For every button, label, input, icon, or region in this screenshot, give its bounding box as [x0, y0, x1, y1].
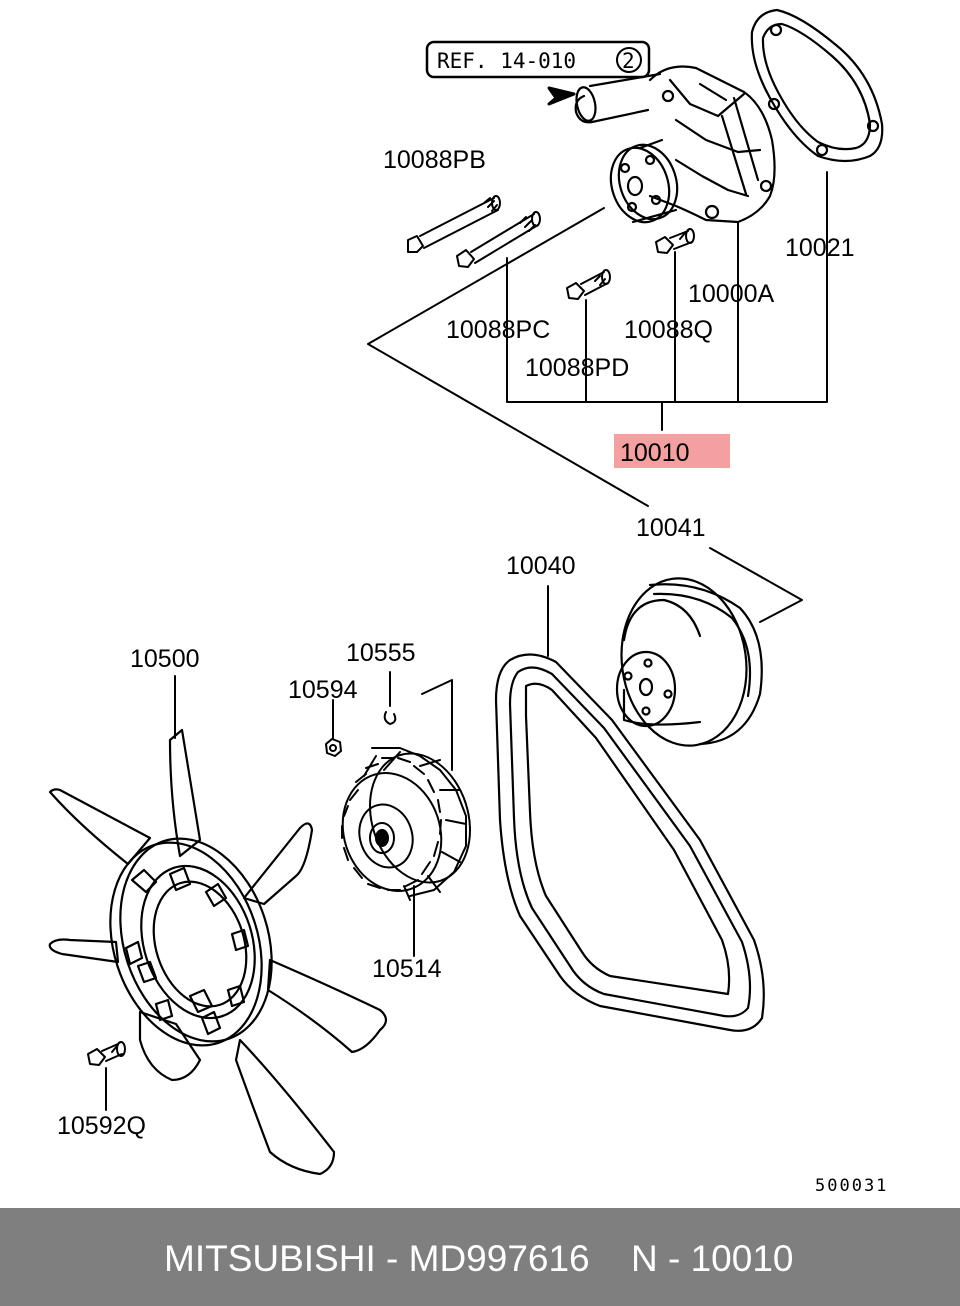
leader-lines-upper: [367, 171, 828, 507]
fan-drawing: [48, 728, 388, 1176]
washer-10555-drawing: [383, 671, 397, 725]
footer-diagram-reference: N - 10010: [631, 1238, 794, 1279]
bolt-10088PD-drawing: [566, 269, 611, 300]
v-belt-drawing: [494, 653, 765, 1032]
label-10010[interactable]: 10010: [620, 439, 690, 467]
label-10555[interactable]: 10555: [346, 639, 416, 667]
diagram-code: 500031: [815, 1176, 888, 1196]
gasket-drawing: [750, 8, 884, 163]
label-10088PC[interactable]: 10088PC: [446, 316, 550, 344]
reference-label[interactable]: REF. 14-010: [437, 49, 576, 73]
nut-10594-drawing: [325, 699, 342, 757]
part-10010-highlight: [614, 434, 730, 468]
label-10500[interactable]: 10500: [130, 645, 200, 673]
footer-bar: MITSUBISHI - MD997616 N - 10010: [0, 1208, 960, 1306]
bolt-10088Q-drawing: [655, 228, 695, 254]
reference-arrow-icon: [547, 86, 576, 106]
footer-brand-part-number: MITSUBISHI - MD997616: [164, 1238, 590, 1279]
bolt-10088PB-drawing: [407, 195, 501, 253]
label-10514[interactable]: 10514: [372, 955, 442, 983]
label-10000A[interactable]: 10000A: [688, 280, 775, 308]
label-10088PD[interactable]: 10088PD: [525, 354, 629, 382]
reference-box: [425, 40, 651, 106]
bolt-10592Q-drawing: [87, 1041, 126, 1111]
label-10041[interactable]: 10041: [636, 514, 706, 542]
label-10088PB[interactable]: 10088PB: [383, 146, 486, 174]
label-10040[interactable]: 10040: [506, 552, 576, 580]
pulley-drawing: [615, 577, 763, 747]
leader-10041: [709, 547, 803, 623]
label-10594[interactable]: 10594: [288, 676, 358, 704]
reference-circle-number: 2: [622, 49, 635, 73]
fan-clutch-drawing: [341, 747, 471, 901]
water-pump-drawing: [574, 65, 776, 224]
parts-diagram: REF. 14-010 2 10088PB 10021 10000A 10088…: [48, 8, 888, 1196]
bolt-10088PC-drawing: [456, 211, 541, 268]
label-10021[interactable]: 10021: [785, 234, 855, 262]
leader-10514: [413, 679, 453, 957]
label-10088Q[interactable]: 10088Q: [624, 316, 713, 344]
label-10592Q[interactable]: 10592Q: [57, 1112, 146, 1140]
